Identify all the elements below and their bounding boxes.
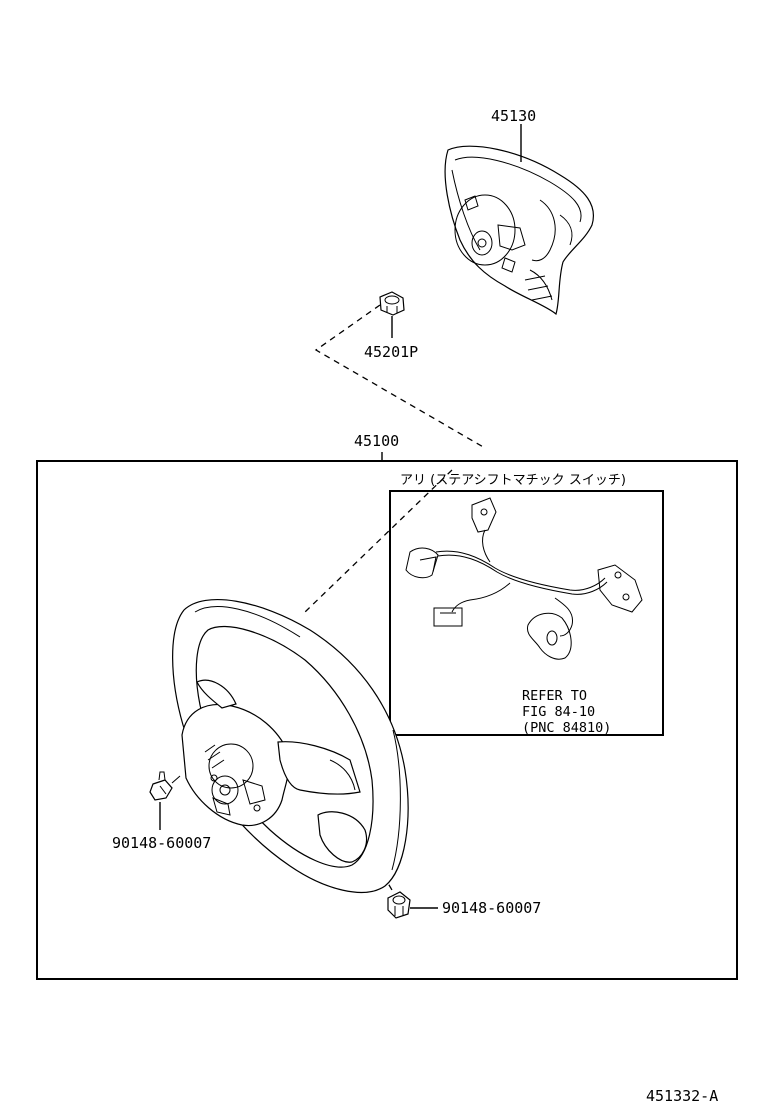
option-box: [389, 490, 664, 736]
airbag-assembly[interactable]: [444, 145, 594, 316]
part-number-wheel-assembly: 45100: [354, 432, 399, 450]
part-number-airbag: 45130: [491, 107, 536, 125]
refer-line-1: REFER TO: [522, 688, 587, 704]
part-number-nut: 45201P: [364, 343, 418, 361]
part-number-screw-left: 90148-60007: [112, 834, 211, 852]
refer-line-3: (PNC 84810): [522, 720, 611, 736]
refer-line-2: FIG 84-10: [522, 704, 595, 720]
figure-id: 451332-A: [646, 1087, 718, 1105]
option-title: アリ (ステアシフトマチック スイッチ): [400, 473, 626, 488]
part-number-screw-right: 90148-60007: [442, 899, 541, 917]
shift-switch-harness[interactable]: [405, 497, 643, 660]
nut-part[interactable]: [379, 291, 405, 316]
steering-wheel[interactable]: [172, 599, 409, 893]
screw-left[interactable]: [149, 771, 173, 801]
screw-right[interactable]: [387, 891, 411, 919]
assembly-box: [36, 460, 738, 980]
